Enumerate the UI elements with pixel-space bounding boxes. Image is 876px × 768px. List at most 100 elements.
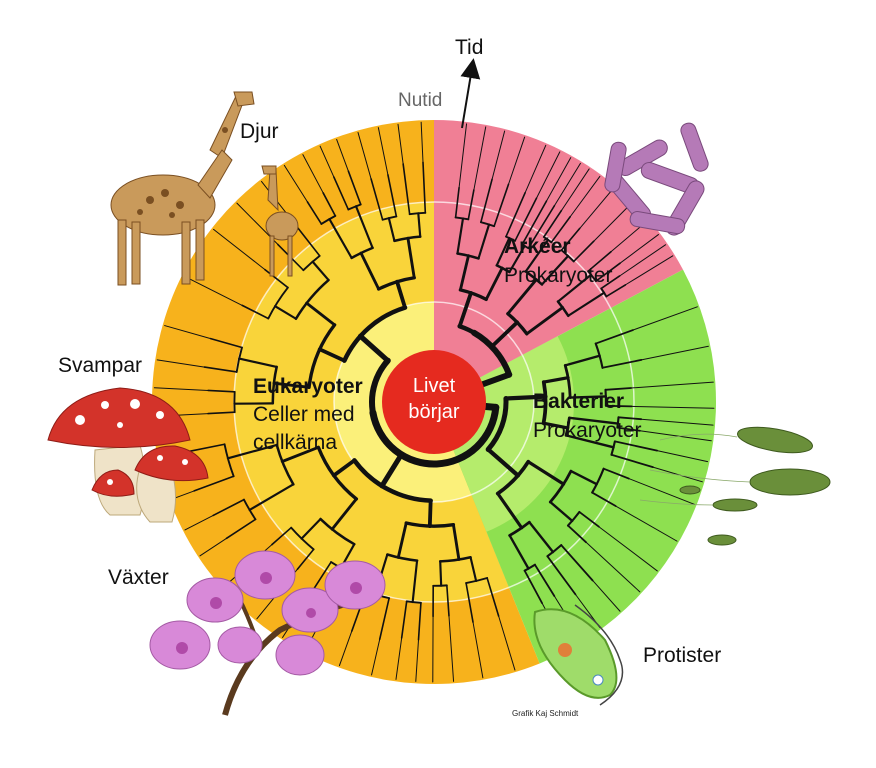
branch-line [549,500,574,523]
branch-line [357,333,391,364]
branch-line [207,411,236,415]
branch-line [498,615,516,671]
phylogenetic-branches [153,121,715,683]
branch-line [593,202,632,242]
branch-line [528,520,555,554]
branch-line [592,579,621,612]
branch-line [541,421,570,430]
branch-line [479,371,513,388]
bacteria-subtitle: Prokaryoter [533,419,642,442]
branch-line [560,168,590,212]
branch-line [156,359,205,368]
branch-line [616,426,641,432]
branch-line [371,638,381,676]
branch-line [523,569,543,605]
branch-line [508,244,526,274]
branch-line [302,154,324,194]
branch-line [591,491,617,507]
branch-line [491,130,506,180]
archaea-sector [434,120,683,402]
bacteria-title: Bakterier [533,390,624,413]
branch-line [458,254,470,292]
branch-line [451,523,461,561]
branch-line [283,164,308,203]
branch-line [514,197,538,242]
branch-line [377,127,389,176]
branch-line [272,381,311,389]
branch-line [540,254,570,286]
archaea-cells-illustration [604,122,709,236]
branch-line [415,639,420,682]
branch-line [569,469,598,486]
branch-line [213,228,266,271]
branch-line [248,483,295,512]
branch-line [331,458,357,478]
branch-line [402,163,411,216]
branch-line [594,329,634,345]
branch-line [417,212,422,238]
branch-line [652,466,703,483]
branch-line [465,582,474,623]
branch-line [630,381,714,389]
branch-line [595,262,621,282]
branch-line [601,359,643,369]
branch-line [271,526,292,546]
branch-arc [352,458,433,503]
branch-line [280,445,320,463]
branch-arc [316,445,359,501]
branch-line [406,236,416,280]
branch-line [493,183,510,227]
animals-label: Djur [240,120,279,143]
branch-line [619,244,667,277]
branch-line [446,584,450,617]
branch-line [614,440,659,452]
branch-line [536,151,561,199]
branch-line [347,170,362,206]
branch-line [396,521,408,559]
branch-line [203,366,238,373]
eukaryotes-line3: cellkärna [253,431,337,454]
branch-line [508,136,526,185]
branch-line [480,178,493,223]
branch-line [379,452,404,489]
branch-line [322,192,337,217]
branch-line [524,144,547,194]
branch-line [569,175,601,218]
present-label: Nutid [398,90,442,111]
branch-line [395,637,403,680]
branch-line [378,597,390,641]
branch-line [473,126,487,191]
branch-line [560,227,581,252]
branch-line [496,491,524,530]
branch-arc [307,323,337,389]
branch-line [525,306,565,336]
branch-line [319,145,335,178]
branch-line [482,403,500,411]
branch-line [615,505,678,542]
branch-line [241,304,270,320]
branch-line [560,544,594,582]
branch-arc [495,459,531,496]
branch-line [264,268,289,289]
bacteria-cells-illustration [679,426,831,546]
branch-line [397,123,404,165]
branch-arc [369,357,405,458]
branch-line [553,162,581,207]
branch-line [567,524,587,544]
branch-line [354,205,374,249]
branch-line [656,450,709,463]
branch-line [508,534,530,570]
archaea-title: Arkéer [504,235,571,258]
credit-text: Grafik Kaj Schmidt [512,709,579,718]
branch-line [328,218,353,260]
branch-line [387,174,398,218]
branch-line [556,273,593,303]
branch-line [543,209,563,238]
branch-line [311,260,330,282]
center-line2: börjar [408,401,459,423]
branch-line [300,517,322,540]
branch-line [640,418,714,426]
time-arrow [460,58,481,129]
branch-line [568,395,608,399]
branch-line [617,416,643,421]
